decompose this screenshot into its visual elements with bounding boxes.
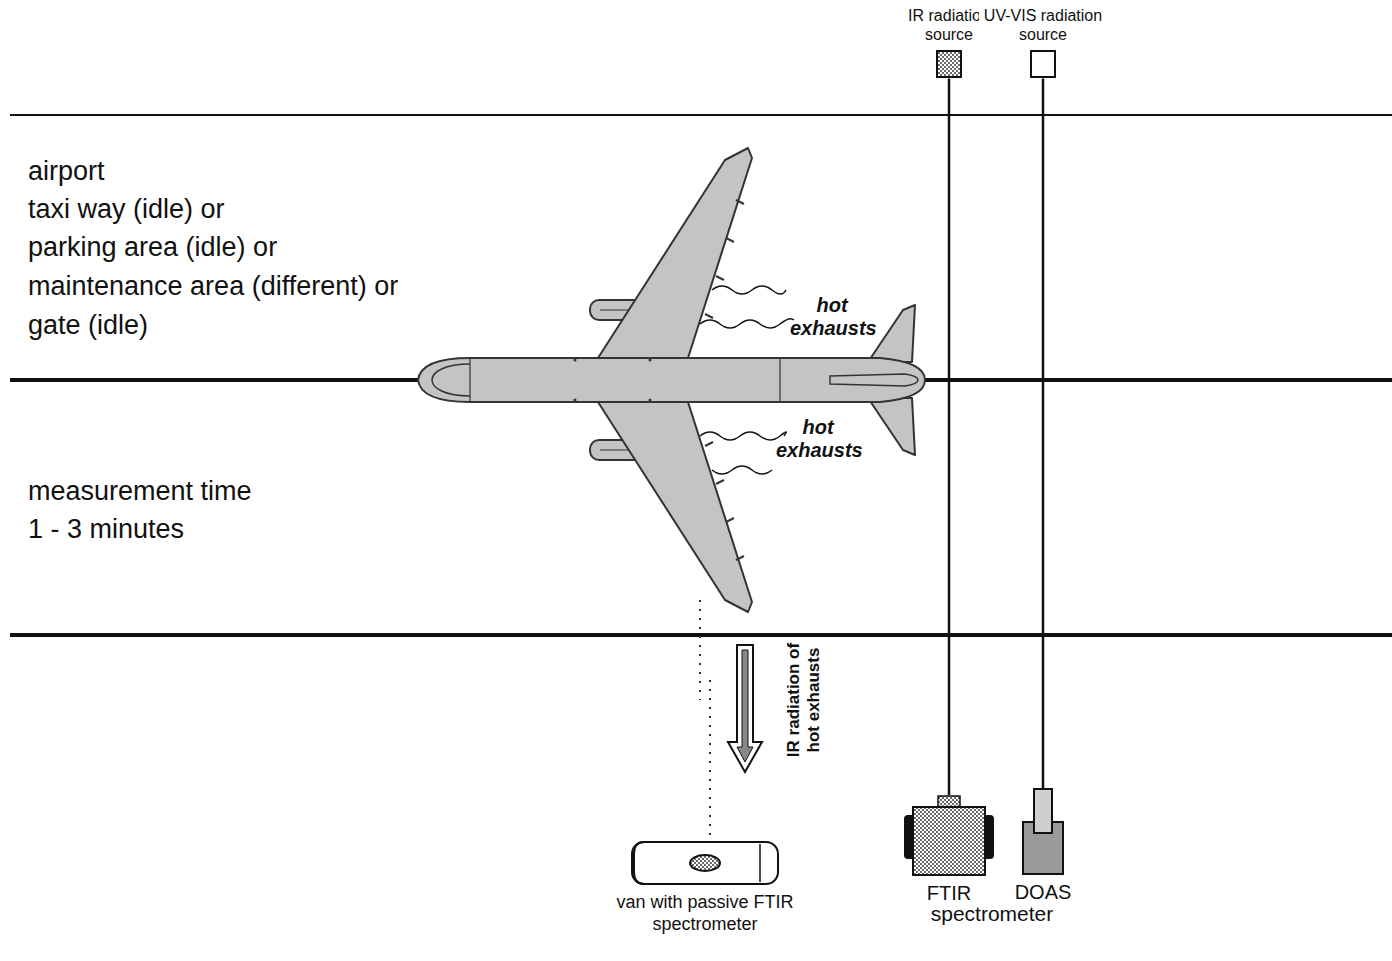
beam-path [948, 78, 951, 795]
node-label: UV-VIS radiation source [979, 6, 1107, 44]
van-icon [630, 838, 780, 888]
text-label: parking area (idle) or [28, 232, 277, 263]
exhaust-label: hot exhausts [790, 294, 874, 340]
text-label: measurement time [28, 476, 252, 507]
ir-source-icon [936, 50, 962, 78]
doas-instrument: DOAS [1008, 788, 1078, 904]
boundary-line [10, 114, 1392, 116]
van: van with passive FTIR spectrometer [610, 838, 800, 935]
text-label: taxi way (idle) or [28, 194, 225, 225]
uv-vis-source-icon [1030, 50, 1056, 78]
airplane-half [590, 148, 915, 362]
ftir-instrument: FTIR [903, 795, 995, 905]
arrow-label: IR radiation of hot exhausts [784, 634, 823, 766]
text-label: spectrometer [931, 902, 1054, 926]
doas-instrument-icon [1018, 788, 1068, 876]
text-label: gate (idle) [28, 310, 148, 341]
uv-vis-source: UV-VIS radiation source [979, 6, 1107, 78]
beam-path [1042, 78, 1045, 788]
node-label: DOAS [1013, 880, 1074, 904]
node-label: FTIR [925, 881, 973, 905]
node-label: van with passive FTIR spectrometer [610, 892, 800, 935]
fuselage [418, 358, 925, 402]
text-label: maintenance area (different) or [28, 271, 398, 302]
ftir-instrument-icon [904, 795, 994, 877]
radiation-arrow [728, 645, 762, 772]
text-label: 1 - 3 minutes [28, 514, 184, 545]
text-label: airport [28, 156, 105, 187]
exhaust-label: hot exhausts [776, 416, 860, 462]
